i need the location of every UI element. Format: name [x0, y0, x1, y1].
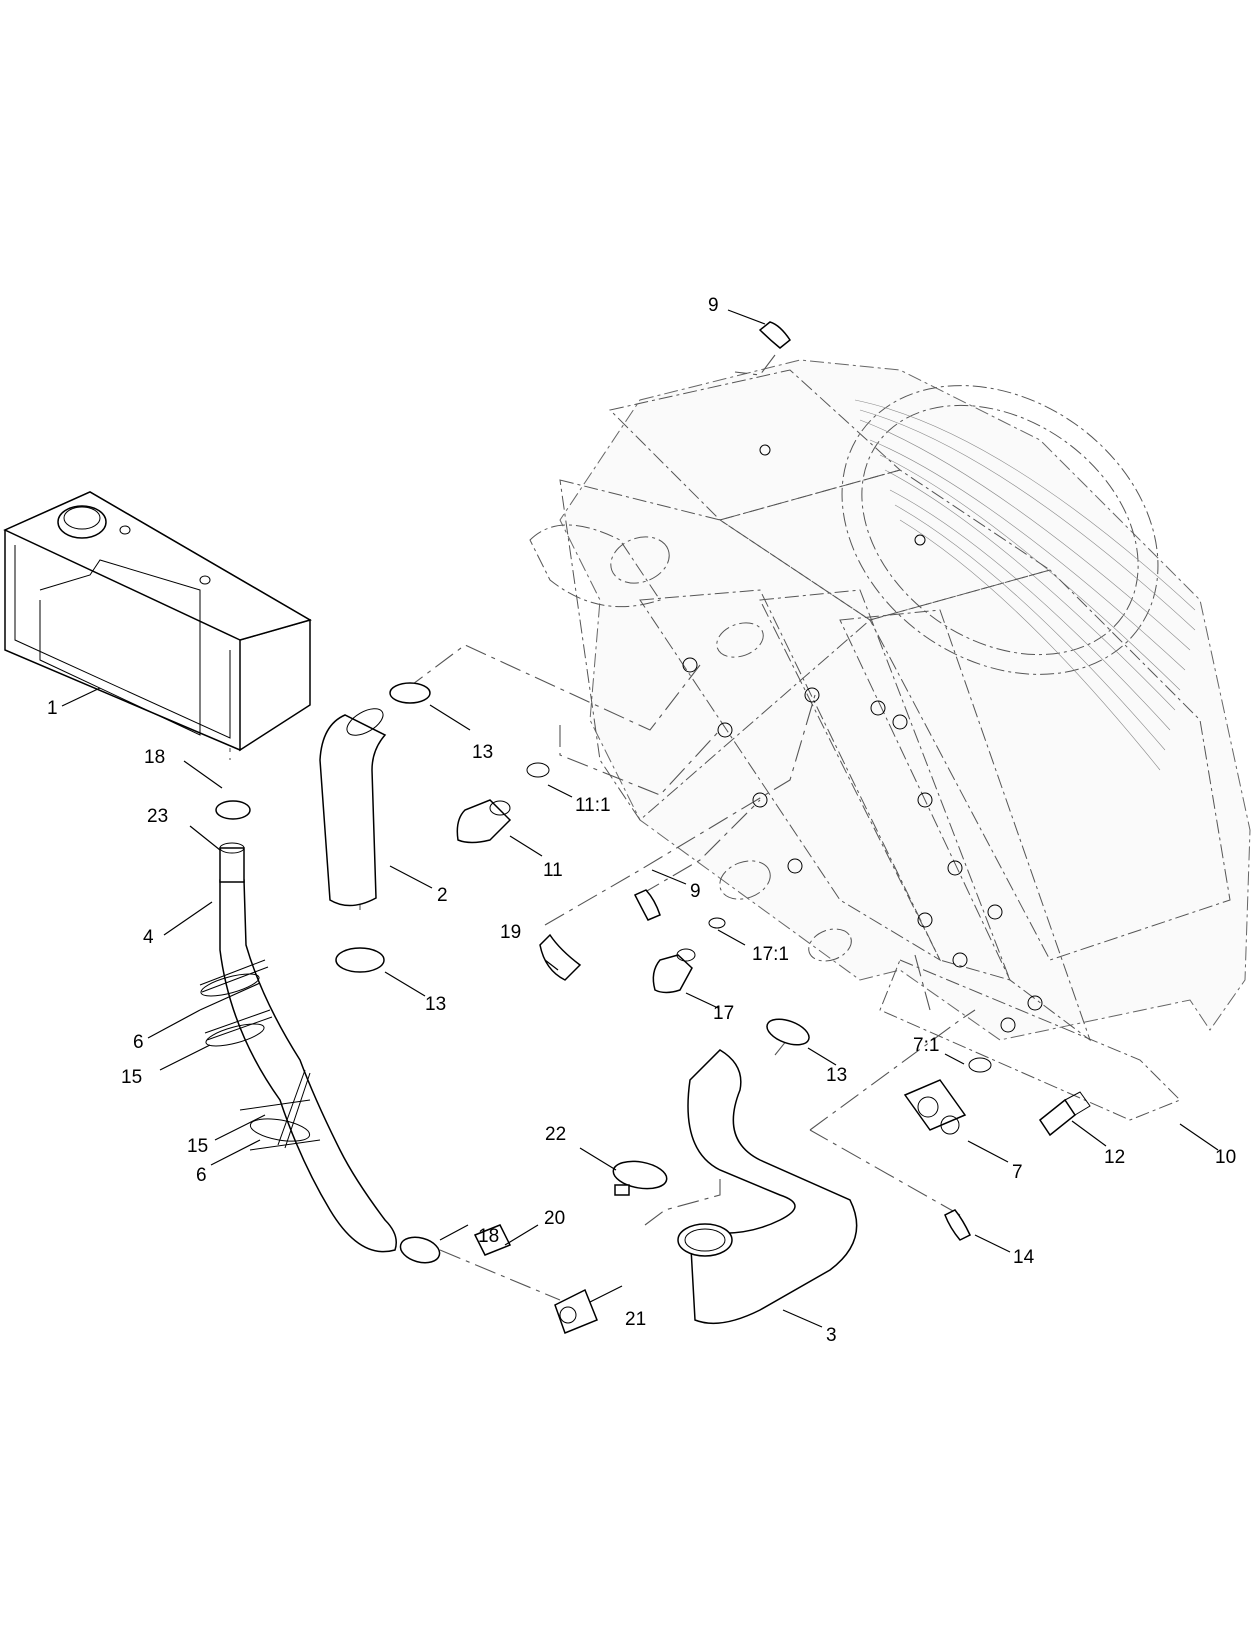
callout-19: 19	[500, 922, 521, 943]
hose-3	[677, 1049, 858, 1325]
callout-11-1: 11:1	[575, 795, 611, 816]
callout-23: 23	[147, 806, 168, 827]
callout-13-lower: 13	[425, 994, 446, 1015]
hose-clamps	[215, 682, 810, 1264]
reservoir-tank	[3, 491, 312, 752]
callout-1: 1	[47, 698, 58, 719]
callout-2: 2	[437, 885, 448, 906]
callout-11: 11	[543, 860, 563, 881]
hose-4	[219, 842, 397, 1253]
callout-12: 12	[1104, 1147, 1125, 1168]
callout-14: 14	[1013, 1247, 1035, 1268]
radiator-assembly	[529, 359, 1251, 1121]
hose-2	[319, 708, 387, 907]
callout-6-upper: 6	[133, 1032, 144, 1053]
callout-10: 10	[1215, 1147, 1236, 1168]
callout-9-lower: 9	[690, 881, 701, 902]
callout-4: 4	[143, 927, 154, 948]
callout-7: 7	[1012, 1162, 1023, 1183]
callout-13-upper: 13	[472, 742, 493, 763]
callout-15-lower: 15	[187, 1136, 208, 1157]
hose-straps	[199, 959, 321, 1151]
callout-15-upper: 15	[121, 1067, 142, 1088]
leader-lines	[61, 309, 1219, 1328]
fittings	[456, 321, 1091, 1334]
assembly-phantom-lines	[229, 354, 976, 1301]
callout-20: 20	[544, 1208, 565, 1229]
callout-9-upper: 9	[708, 295, 719, 316]
callout-7-1: 7:1	[913, 1035, 939, 1056]
callout-17-1: 17:1	[752, 944, 789, 965]
stud-fasteners	[682, 444, 1043, 1033]
callout-22: 22	[545, 1124, 566, 1145]
callout-13-right: 13	[826, 1065, 847, 1086]
callout-21: 21	[625, 1309, 646, 1330]
callout-labels: 1 2 3 4 6 6 7 7:1 9 9 10 11 11:1 12 13 1…	[47, 295, 1236, 1346]
fan-core-texture	[854, 399, 1196, 771]
callout-17: 17	[713, 1003, 734, 1024]
callout-6-lower: 6	[196, 1165, 207, 1186]
callout-18-upper: 18	[144, 747, 165, 768]
callout-3: 3	[826, 1325, 837, 1346]
callout-18-lower: 18	[478, 1226, 499, 1247]
